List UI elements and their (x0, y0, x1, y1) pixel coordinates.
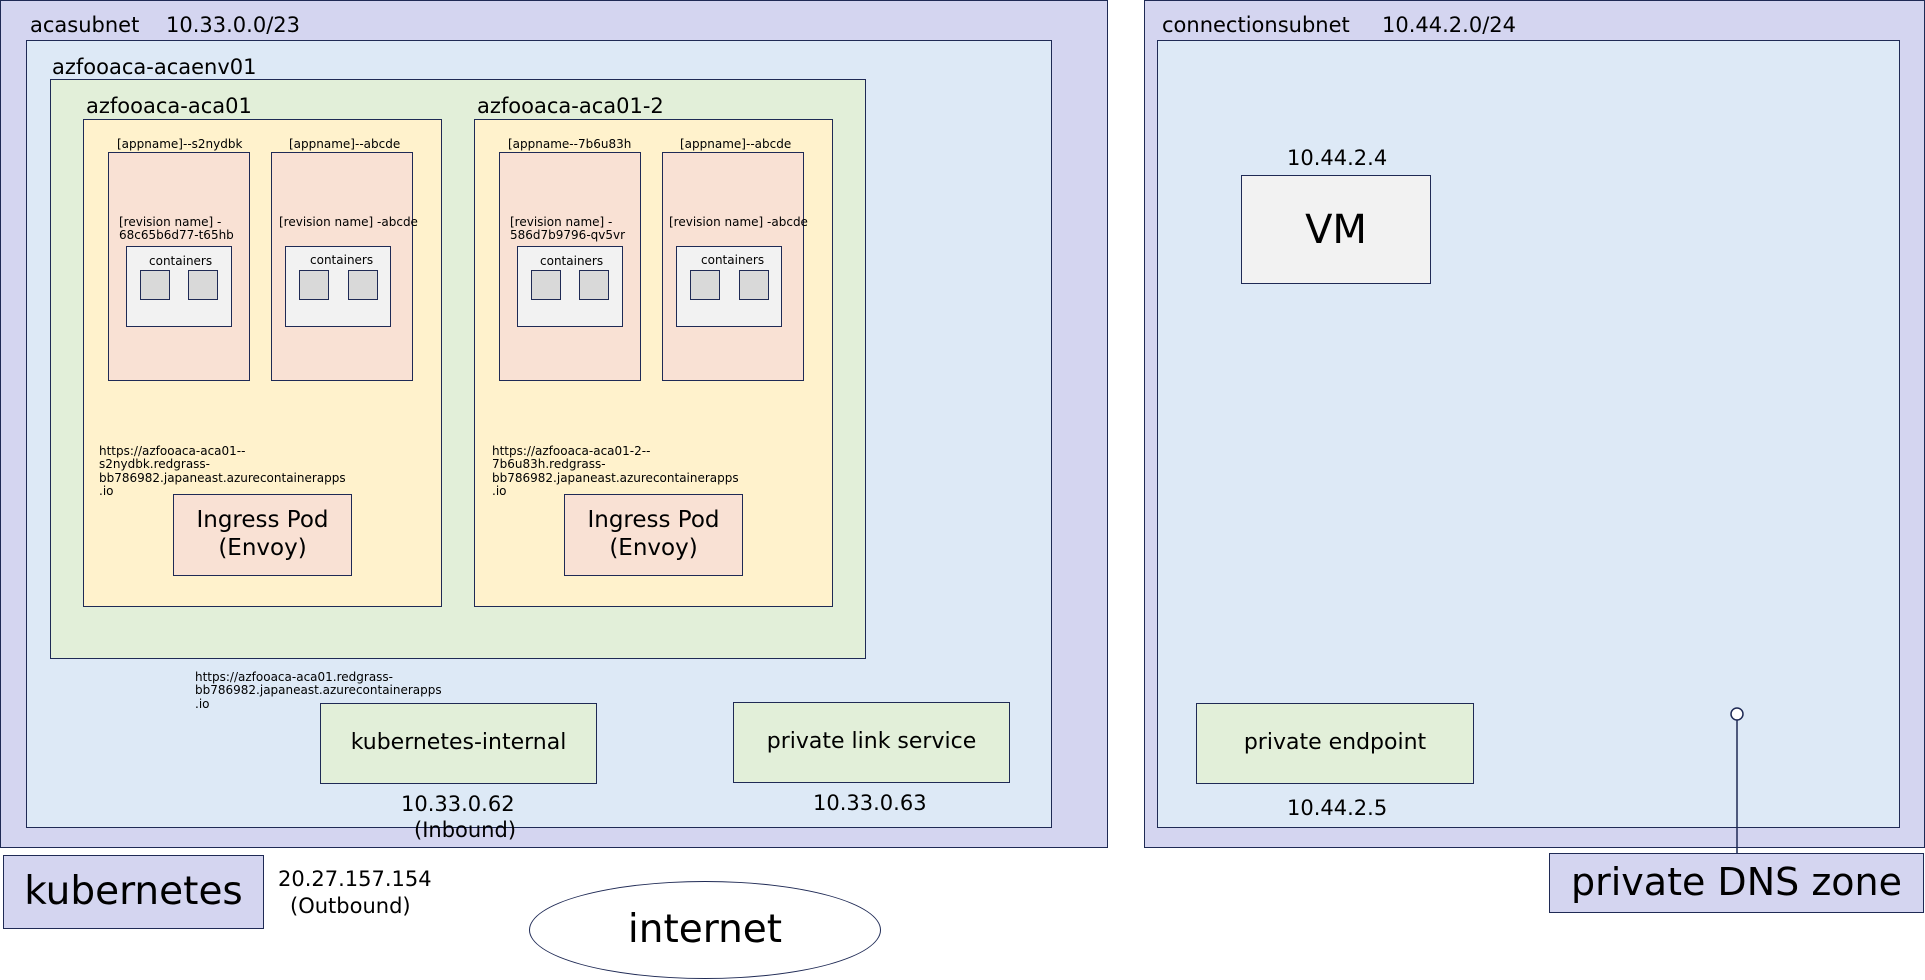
container-icon (531, 270, 561, 300)
revision-name: [revision name] -abcde (279, 215, 418, 229)
revision-name: [revision name] - 586d7b9796-qv5vr (510, 215, 626, 243)
kubernetes-note: (Outbound) (290, 894, 411, 918)
app-name: azfooaca-aca01 (86, 94, 252, 118)
private-endpoint-box: private endpoint (1196, 703, 1474, 784)
kubernetes-ip: 20.27.157.154 (278, 867, 432, 891)
kubernetes-internal-ip: 10.33.0.62 (401, 792, 515, 816)
containers-label: containers (310, 253, 374, 267)
revision-appname: [appname]--s2nydbk (117, 137, 243, 151)
containers-label: containers (540, 254, 604, 268)
container-icon (690, 270, 720, 300)
container-icon (739, 270, 769, 300)
kubernetes-internal-note: (Inbound) (414, 818, 517, 842)
container-icon (348, 270, 378, 300)
dns-zone-connector-endpoint (1730, 707, 1744, 721)
connectionsubnet-cidr: 10.44.2.0/24 (1382, 13, 1516, 37)
acasubnet-cidr: 10.33.0.0/23 (166, 13, 300, 37)
environment-name: azfooaca-acaenv01 (52, 55, 257, 79)
kubernetes-box: kubernetes (3, 855, 264, 929)
ingress-pod: Ingress Pod (Envoy) (564, 494, 743, 576)
app-name: azfooaca-aca01-2 (477, 94, 664, 118)
revision-appname: [appname--7b6u83h (508, 137, 632, 151)
container-icon (188, 270, 218, 300)
container-icon (140, 270, 170, 300)
container-icon (579, 270, 609, 300)
app-url: https://azfooaca-aca01-2-- 7b6u83h.redgr… (492, 444, 739, 499)
private-endpoint-ip: 10.44.2.5 (1287, 796, 1388, 820)
private-dns-zone-box: private DNS zone (1549, 853, 1924, 913)
container-icon (299, 270, 329, 300)
containers-label: containers (701, 253, 765, 267)
connectionsubnet-inner-area (1157, 40, 1900, 828)
private-link-service-box: private link service (733, 702, 1010, 783)
private-link-service-ip: 10.33.0.63 (813, 791, 927, 815)
environment-url: https://azfooaca-aca01.redgrass- bb78698… (195, 670, 442, 711)
acasubnet-name: acasubnet (30, 13, 140, 37)
revision-appname: [appname]--abcde (680, 137, 792, 151)
vm-box: VM (1241, 175, 1431, 284)
internet-ellipse: internet (529, 881, 881, 979)
kubernetes-internal-box: kubernetes-internal (320, 703, 597, 784)
revision-appname: [appname]--abcde (289, 137, 401, 151)
containers-label: containers (149, 254, 213, 268)
vm-ip: 10.44.2.4 (1287, 146, 1388, 170)
revision-name: [revision name] -abcde (669, 215, 808, 229)
connectionsubnet-name: connectionsubnet (1162, 13, 1350, 37)
revision-name: [revision name] - 68c65b6d77-t65hb (119, 215, 234, 243)
app-url: https://azfooaca-aca01-- s2nydbk.redgras… (99, 444, 346, 499)
ingress-pod: Ingress Pod (Envoy) (173, 494, 352, 576)
